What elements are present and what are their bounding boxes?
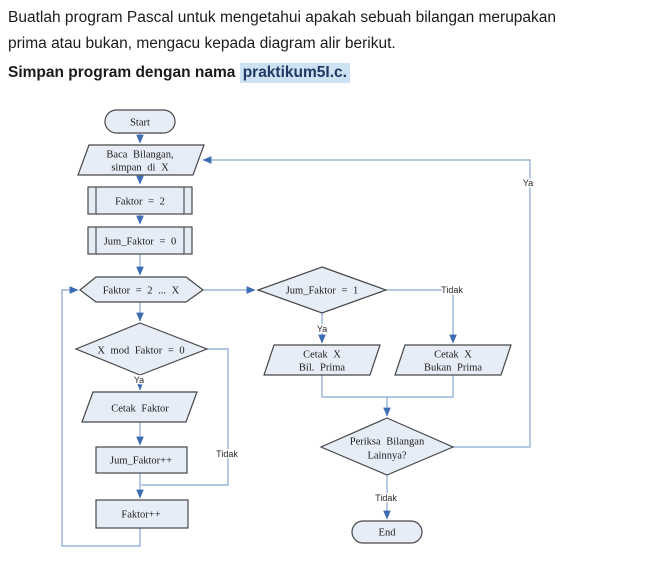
- prima-check-label: Jum_Faktor = 1: [286, 286, 359, 297]
- node-cetak-bukan-prima-output: Cetak X Bukan Prima: [394, 344, 512, 376]
- node-cetak-prima-output: Cetak X Bil. Prima: [263, 344, 381, 376]
- label-tidak-mod-check: Tidak: [216, 449, 238, 459]
- edge-output-merge: [321, 375, 454, 398]
- cetak-faktor-output-shape: [81, 391, 198, 423]
- label-tidak-prima-check: Tidak: [441, 285, 463, 295]
- loop-preparation-label: Faktor = 2 ... X: [103, 286, 180, 297]
- highlighted-filename: praktikum5I.c.: [239, 63, 350, 83]
- inc-jum-faktor-shape: [95, 446, 188, 474]
- node-read-input: Baca Bilangan, simpan di X: [77, 144, 205, 176]
- instruction-line-1: Buatlah program Pascal untuk mengetahui …: [8, 9, 557, 26]
- read-input-label-line2: simpan di X: [111, 163, 169, 174]
- edge-prima-check-tidak-to-cetak-bukan: [386, 289, 457, 344]
- node-periksa-lainnya-decision: Periksa Bilangan Lainnya?: [319, 417, 455, 476]
- flowchart-edge-labels: Ya Tidak Ya Tidak Tidak Ya: [132, 177, 534, 505]
- cetak-bukan-prima-label-line2: Bukan Prima: [424, 363, 482, 374]
- node-end: End: [351, 520, 423, 544]
- save-instruction-prefix: Simpan program dengan nama: [8, 64, 240, 81]
- inc-faktor-shape: [95, 499, 189, 529]
- mod-check-decision-shape: [74, 322, 209, 376]
- prima-check-decision-shape: [256, 266, 388, 314]
- label-ya-mod-check: Ya: [134, 375, 144, 385]
- init-jum-faktor-label: Jum_Faktor = 0: [104, 237, 177, 248]
- start-terminator-shape: [104, 109, 176, 134]
- instruction-line-2: prima atau bukan, mengacu kepada diagram…: [8, 35, 396, 52]
- cetak-prima-label-line1: Cetak X: [303, 350, 341, 361]
- read-input-label-line1: Baca Bilangan,: [106, 150, 173, 161]
- node-start: Start: [104, 109, 176, 134]
- node-cetak-faktor-output: Cetak Faktor: [81, 391, 198, 423]
- mod-check-label: X mod Faktor = 0: [97, 346, 184, 357]
- task-instructions: Buatlah program Pascal untuk mengetahui …: [8, 5, 656, 86]
- periksa-lainnya-decision-shape: [319, 417, 455, 476]
- flowchart-edges: [61, 133, 531, 547]
- label-tidak-periksa: Tidak: [375, 493, 397, 503]
- node-inc-faktor: Faktor++: [95, 499, 189, 529]
- label-ya-periksa-feedback: Ya: [523, 178, 533, 188]
- loop-preparation-shape: [79, 276, 205, 303]
- node-prima-check-decision: Jum_Faktor = 1: [256, 266, 388, 314]
- label-ya-prima-check: Ya: [317, 324, 327, 334]
- read-input-shape: [77, 144, 205, 176]
- node-init-faktor: Faktor = 2: [87, 186, 193, 215]
- cetak-faktor-label: Cetak Faktor: [111, 404, 169, 415]
- save-instruction-line: Simpan program dengan nama praktikum5I.c…: [8, 60, 656, 86]
- init-faktor-label: Faktor = 2: [115, 197, 165, 208]
- cetak-bukan-prima-output-shape: [394, 344, 512, 376]
- init-jum-faktor-shape: [87, 226, 193, 255]
- edge-inc-faktor-loopback: [61, 286, 141, 547]
- cetak-prima-output-shape: [263, 344, 381, 376]
- inc-faktor-label: Faktor++: [121, 510, 160, 521]
- periksa-lainnya-label-line1: Periksa Bilangan: [350, 437, 425, 448]
- init-faktor-shape: [87, 186, 193, 215]
- node-init-jum-faktor: Jum_Faktor = 0: [87, 226, 193, 255]
- node-loop-preparation: Faktor = 2 ... X: [79, 276, 205, 303]
- node-inc-jum-faktor: Jum_Faktor++: [95, 446, 188, 474]
- periksa-lainnya-label-line2: Lainnya?: [367, 451, 406, 462]
- inc-jum-faktor-label: Jum_Faktor++: [110, 456, 172, 467]
- cetak-bukan-prima-label-line1: Cetak X: [434, 350, 472, 361]
- node-mod-check-decision: X mod Faktor = 0: [74, 322, 209, 376]
- end-terminator-shape: [351, 520, 423, 544]
- edge-mod-check-tidak-branch: [141, 348, 229, 486]
- end-label: End: [379, 528, 397, 539]
- edge-periksa-ya-feedback-to-read: [202, 156, 531, 448]
- start-label: Start: [130, 118, 150, 129]
- cetak-prima-label-line2: Bil. Prima: [299, 363, 346, 374]
